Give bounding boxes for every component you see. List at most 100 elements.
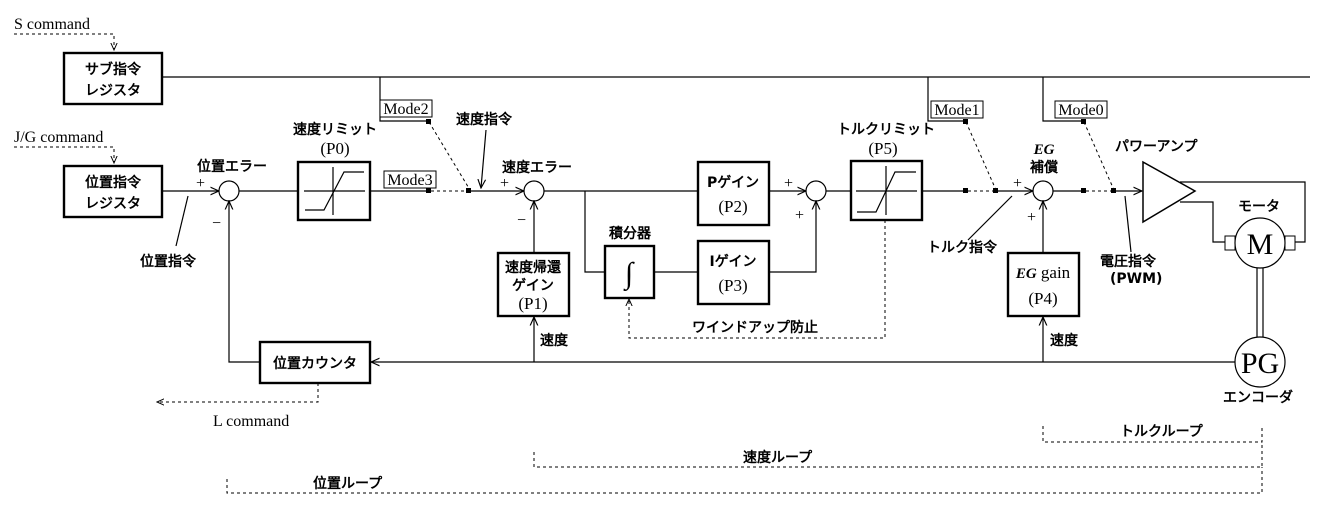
mode0-label: Mode0 <box>1058 102 1103 119</box>
minus-sign: − <box>517 212 526 229</box>
s-command-arrow <box>14 33 114 50</box>
mode1-branch <box>927 77 965 122</box>
sub-command-register-block: サブ指令 レジスタ <box>62 51 164 106</box>
plus-sign: + <box>1013 175 1022 192</box>
eg-compensation-label: 補償 <box>1029 159 1059 176</box>
speed-command-pointer <box>481 129 487 188</box>
jg-command-arrow <box>14 146 114 163</box>
svg-text:Iゲイン: Iゲイン <box>710 253 757 270</box>
svg-text:(P2): (P2) <box>718 197 747 216</box>
mode1-box <box>930 100 984 119</box>
mode0-switch-node <box>1111 188 1116 193</box>
integral-symbol: ∫ <box>623 257 635 292</box>
anti-windup-label: ワインドアップ防止 <box>692 319 818 336</box>
pwm-label: (PWM) <box>1110 271 1162 287</box>
torque-loop-bracket <box>1042 426 1263 443</box>
torque-switch-contact <box>963 188 968 193</box>
torque-command-label: トルク指令 <box>927 239 998 256</box>
jg-command-label: J/G command <box>14 129 103 146</box>
motor-symbol: M <box>1247 228 1274 261</box>
encoder-symbol: PG <box>1241 347 1279 380</box>
power-amp-label: パワーアンプ <box>1115 139 1198 155</box>
voltage-switch-contact <box>1081 188 1086 193</box>
mode1-label: Mode1 <box>934 102 979 119</box>
position-counter-block: 位置カウンタ <box>258 340 372 385</box>
integrator-title: 積分器 <box>608 225 652 242</box>
signal-line <box>584 191 605 273</box>
position-feedback-line <box>229 201 260 363</box>
eg-gain-block: EG gain (P4) <box>1006 251 1081 318</box>
motor-circle <box>1234 217 1286 269</box>
mode2-box <box>379 99 433 118</box>
motor-label: モータ <box>1238 199 1280 215</box>
i-gain-block: Iゲイン (P3) <box>696 239 771 306</box>
mode0-box <box>1054 100 1108 119</box>
torque-loop-label: トルクループ <box>1120 424 1204 440</box>
position-error-summer <box>218 180 240 202</box>
torque-command-pointer <box>967 195 1013 241</box>
mode1-switch-dash <box>965 121 997 191</box>
mode2-label: Mode2 <box>383 101 428 118</box>
speed-loop-bracket <box>533 442 1263 468</box>
amp-output-line <box>1180 181 1306 243</box>
torque-limit-block <box>849 159 924 222</box>
speed-label-2: 速度 <box>1050 332 1079 349</box>
s-command-label: S command <box>14 16 90 33</box>
position-error-label: 位置エラー <box>197 158 267 175</box>
signal-line <box>769 201 816 273</box>
eg-comp-eg-label: EG <box>1033 142 1055 158</box>
plus-sign: + <box>795 207 804 224</box>
position-command-label: 位置指令 <box>140 253 197 270</box>
speed-feedback-gain-block: 速度帰還 ゲイン (P1) <box>496 251 571 318</box>
eg-gain-label: EG gain <box>1015 263 1071 282</box>
position-loop-label: 位置ループ <box>313 475 383 492</box>
pi-summer <box>805 180 827 202</box>
l-command-label: L command <box>213 413 289 430</box>
speed-error-summer <box>523 180 545 202</box>
speed-loop-label: 速度ループ <box>743 449 813 466</box>
svg-text:レジスタ: レジスタ <box>85 196 141 212</box>
speed-limit-param: (P0) <box>320 139 349 158</box>
plus-sign: + <box>784 175 793 192</box>
position-loop-bracket <box>226 467 1263 494</box>
mode3-label: Mode3 <box>387 172 432 189</box>
svg-text:速度帰還: 速度帰還 <box>505 259 562 276</box>
mode1-switch-contact <box>963 119 968 124</box>
mode3-switch-contact <box>426 188 431 193</box>
mode1-switch-node <box>993 188 998 193</box>
torque-limit-title: トルクリミット <box>837 122 935 138</box>
svg-text:(P3): (P3) <box>718 276 747 295</box>
svg-text:Pゲイン: Pゲイン <box>707 174 759 191</box>
mode0-switch-contact <box>1081 119 1086 124</box>
svg-text:ゲイン: ゲイン <box>512 277 554 294</box>
position-command-register-block: 位置指令 レジスタ <box>62 164 164 219</box>
minus-sign: − <box>212 215 221 232</box>
voltage-command-label: 電圧指令 <box>1100 253 1157 270</box>
speed-label-1: 速度 <box>540 332 569 349</box>
voltage-command-pointer <box>1124 195 1132 253</box>
plus-sign: + <box>500 175 509 192</box>
mode0-branch <box>1042 77 1083 122</box>
speed-command-switch-node <box>466 188 471 193</box>
plus-sign: + <box>196 175 205 192</box>
l-command-arrow <box>157 383 319 402</box>
speed-limit-block <box>296 160 372 222</box>
svg-text:サブ指令: サブ指令 <box>85 61 142 78</box>
mode2-switch-dash <box>428 121 471 191</box>
motor-terminal-left <box>1224 235 1236 251</box>
mode3-box <box>383 170 437 189</box>
svg-text:(P4): (P4) <box>1028 289 1057 308</box>
position-command-pointer <box>175 195 189 247</box>
encoder-label: エンコーダ <box>1223 389 1293 406</box>
svg-text:位置カウンタ: 位置カウンタ <box>273 355 357 372</box>
p-gain-block: Pゲイン (P2) <box>696 160 771 227</box>
motor-shaft <box>1256 268 1264 338</box>
amp-output-line <box>1180 201 1225 243</box>
plus-sign: + <box>1027 209 1036 226</box>
anti-windup-line <box>629 220 886 339</box>
power-amp-triangle <box>1142 160 1197 224</box>
speed-limit-title: 速度リミット <box>293 121 377 138</box>
speed-error-label: 速度エラー <box>502 159 572 176</box>
svg-text:レジスタ: レジスタ <box>85 83 141 99</box>
